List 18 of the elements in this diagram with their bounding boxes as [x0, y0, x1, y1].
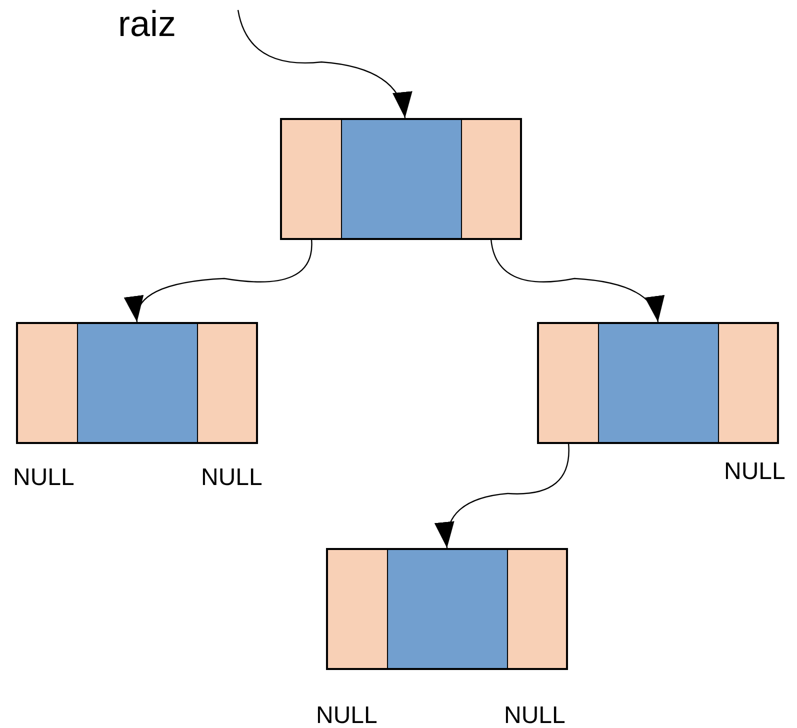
- null-label: NULL: [316, 702, 378, 728]
- pointer-cell: [461, 119, 521, 239]
- data-cell: [341, 119, 462, 239]
- arrow: [490, 238, 662, 322]
- null-label: NULL: [13, 464, 74, 492]
- root-label: raiz: [118, 4, 176, 44]
- null-label: NULL: [504, 702, 566, 728]
- null-label: NULL: [201, 464, 262, 492]
- data-cell: [77, 323, 198, 443]
- data-cell: [598, 323, 719, 443]
- null-label: NULL: [724, 458, 786, 486]
- arrow: [126, 238, 312, 322]
- pointer-cell: [538, 323, 599, 443]
- pointer-cell: [281, 119, 342, 239]
- arrow: [237, 10, 411, 118]
- arrow: [436, 442, 570, 548]
- tree-node-box: [280, 118, 522, 240]
- data-cell: [387, 549, 508, 669]
